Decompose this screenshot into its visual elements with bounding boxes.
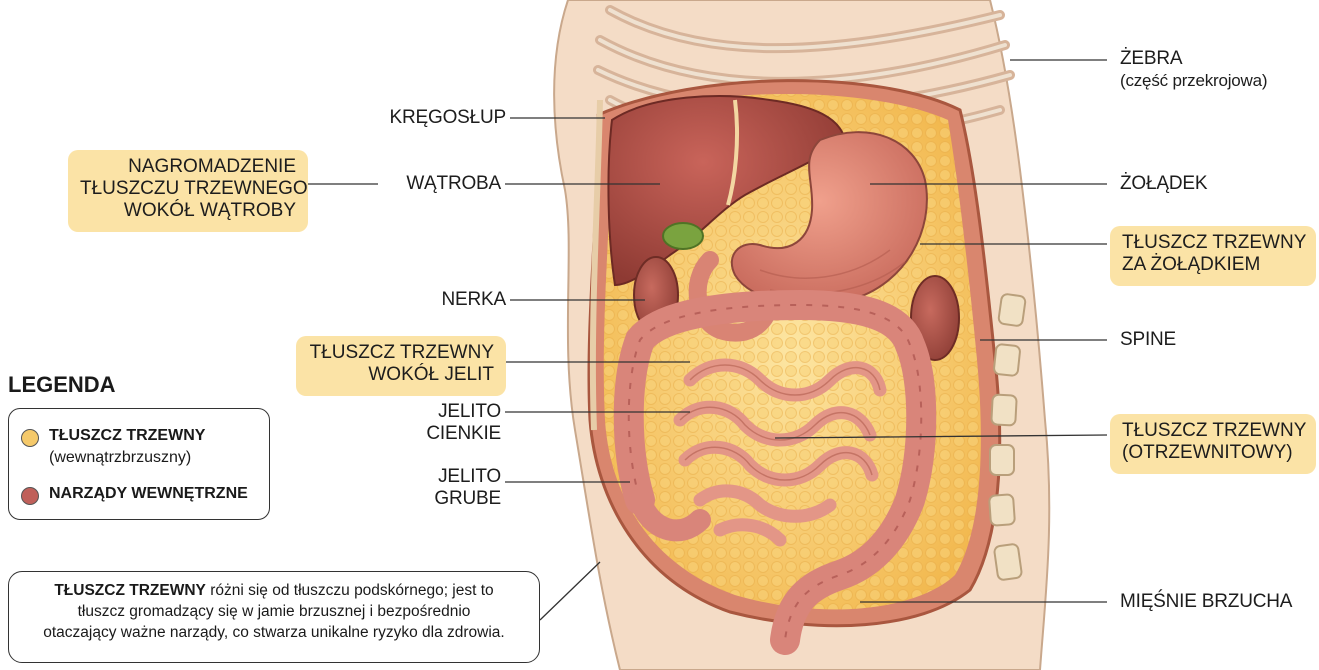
fat-swatch-icon	[21, 429, 39, 447]
label-jelito-cienkie-2: CIENKIE	[400, 423, 501, 445]
highlight-za-zoladkiem-line1: TŁUSZCZ TRZEWNY	[1122, 232, 1304, 254]
highlight-nagromadzenie-line3: WOKÓŁ WĄTROBY	[80, 200, 296, 222]
label-zebra-sub: (część przekrojowa)	[1120, 70, 1267, 92]
legend-item-fat: TŁUSZCZ TRZEWNY	[49, 427, 205, 445]
label-zebra: ŻEBRA (część przekrojowa)	[1120, 48, 1267, 92]
highlight-otrzewnitowy-line1: TŁUSZCZ TRZEWNY	[1122, 420, 1304, 442]
info-note: TŁUSZCZ TRZEWNY różni się od tłuszczu po…	[8, 571, 540, 663]
highlight-wokol-jelit-line1: TŁUSZCZ TRZEWNY	[308, 342, 494, 364]
legend-title: LEGENDA	[8, 372, 116, 398]
highlight-otrzewnitowy: TŁUSZCZ TRZEWNY (OTRZEWNITOWY)	[1110, 414, 1316, 474]
label-jelito-grube: JELITO GRUBE	[400, 466, 501, 510]
highlight-za-zoladkiem-line2: ZA ŻOŁĄDKIEM	[1122, 254, 1304, 276]
highlight-za-zoladkiem: TŁUSZCZ TRZEWNY ZA ŻOŁĄDKIEM	[1110, 226, 1316, 286]
label-spine: SPINE	[1120, 329, 1176, 351]
label-zoladek: ŻOŁĄDEK	[1120, 173, 1207, 195]
legend-item-fat-sub: (wewnątrzbrzuszny)	[49, 449, 191, 467]
label-jelito-grube-2: GRUBE	[400, 488, 501, 510]
info-note-line1: TŁUSZCZ TRZEWNY różni się od tłuszczu po…	[19, 580, 529, 601]
label-jelito-grube-1: JELITO	[400, 466, 501, 488]
label-kregoslup: KRĘGOSŁUP	[360, 107, 506, 129]
legend-box: TŁUSZCZ TRZEWNY (wewnątrzbrzuszny) NARZĄ…	[8, 408, 270, 520]
label-watroba: WĄTROBA	[375, 173, 501, 195]
highlight-nagromadzenie-line2: TŁUSZCZU TRZEWNEGO	[80, 178, 296, 200]
gallbladder	[663, 223, 703, 249]
highlight-nagromadzenie: NAGROMADZENIE TŁUSZCZU TRZEWNEGO WOKÓŁ W…	[68, 150, 308, 232]
label-jelito-cienkie: JELITO CIENKIE	[400, 401, 501, 445]
highlight-wokol-jelit-line2: WOKÓŁ JELIT	[308, 364, 494, 386]
info-note-text1: różni się od tłuszczu podskórnego; jest …	[206, 582, 494, 599]
legend-item-organ: NARZĄDY WEWNĘTRZNE	[49, 485, 248, 503]
highlight-wokol-jelit: TŁUSZCZ TRZEWNY WOKÓŁ JELIT	[296, 336, 506, 396]
label-miesnie: MIĘŚNIE BRZUCHA	[1120, 591, 1292, 613]
label-nerka: NERKA	[400, 289, 506, 311]
organ-swatch-icon	[21, 487, 39, 505]
info-note-line3: otaczający ważne narządy, co stwarza uni…	[19, 622, 529, 643]
info-note-bold: TŁUSZCZ TRZEWNY	[54, 582, 206, 599]
highlight-otrzewnitowy-line2: (OTRZEWNITOWY)	[1122, 442, 1304, 464]
legend-item-organ-label: NARZĄDY WEWNĘTRZNE	[49, 485, 248, 502]
highlight-nagromadzenie-line1: NAGROMADZENIE	[80, 156, 296, 178]
label-zebra-title: ŻEBRA	[1120, 48, 1182, 69]
info-note-line2: tłuszcz gromadzący się w jamie brzusznej…	[19, 601, 529, 622]
label-jelito-cienkie-1: JELITO	[400, 401, 501, 423]
legend-item-fat-label: TŁUSZCZ TRZEWNY	[49, 427, 205, 444]
